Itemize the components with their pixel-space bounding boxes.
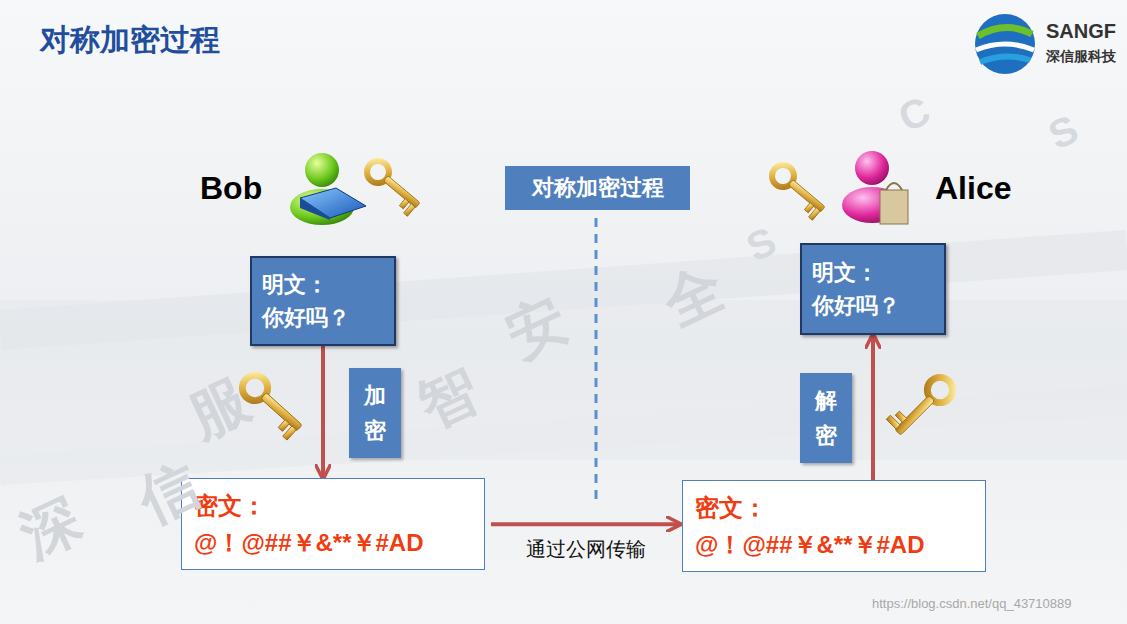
arrow-connector [871, 335, 875, 480]
box-text: 你好吗？ [812, 289, 934, 322]
section-heading-box: 对称加密过程 [505, 166, 690, 210]
connector-label: 通过公网传输 [526, 536, 646, 563]
watermark: C [892, 88, 937, 141]
box-text: @！@##￥&**￥#AD [695, 526, 973, 563]
alice-icon [842, 151, 908, 224]
plaintext-box: 明文：你好吗？ [250, 256, 396, 346]
box-heading: 明文： [262, 268, 384, 301]
divider-line [595, 218, 598, 505]
watermark: 深 [8, 481, 94, 576]
box-heading: 明文： [812, 256, 934, 289]
box-heading: 密文： [695, 489, 973, 526]
encrypt-step: 加密 [349, 368, 401, 458]
logo-subtext: 深信服科技 [1046, 48, 1116, 66]
watermark: 安 [494, 281, 580, 376]
person-name: Bob [200, 170, 262, 207]
box-text: @！@##￥&**￥#AD [194, 524, 472, 561]
box-text: 你好吗？ [262, 301, 384, 334]
background-texture [0, 250, 1127, 470]
watermark: 全 [651, 249, 737, 344]
plaintext-box: 明文：你好吗？ [800, 243, 946, 335]
watermark: 服 [176, 361, 262, 456]
ciphertext-box: 密文：@！@##￥&**￥#AD [682, 480, 986, 572]
watermark: S [1042, 106, 1085, 158]
source-url: https://blog.csdn.net/qq_43710889 [872, 596, 1072, 611]
company-logo [975, 14, 1035, 74]
arrow-connector [491, 522, 680, 526]
person-name: Alice [935, 170, 1011, 207]
box-text: 解密 [815, 383, 837, 453]
ciphertext-box: 密文：@！@##￥&**￥#AD [181, 478, 485, 570]
watermark: 智 [406, 351, 492, 446]
arrow-connector [321, 346, 325, 478]
bob-icon [290, 153, 366, 225]
page-title: 对称加密过程 [40, 20, 220, 61]
box-text: 加密 [364, 378, 386, 448]
logo-text: SANGF [1046, 20, 1116, 43]
box-text: 对称加密过程 [532, 173, 664, 203]
box-heading: 密文： [194, 487, 472, 524]
watermark: S [740, 218, 783, 270]
decrypt-step: 解密 [800, 373, 852, 463]
